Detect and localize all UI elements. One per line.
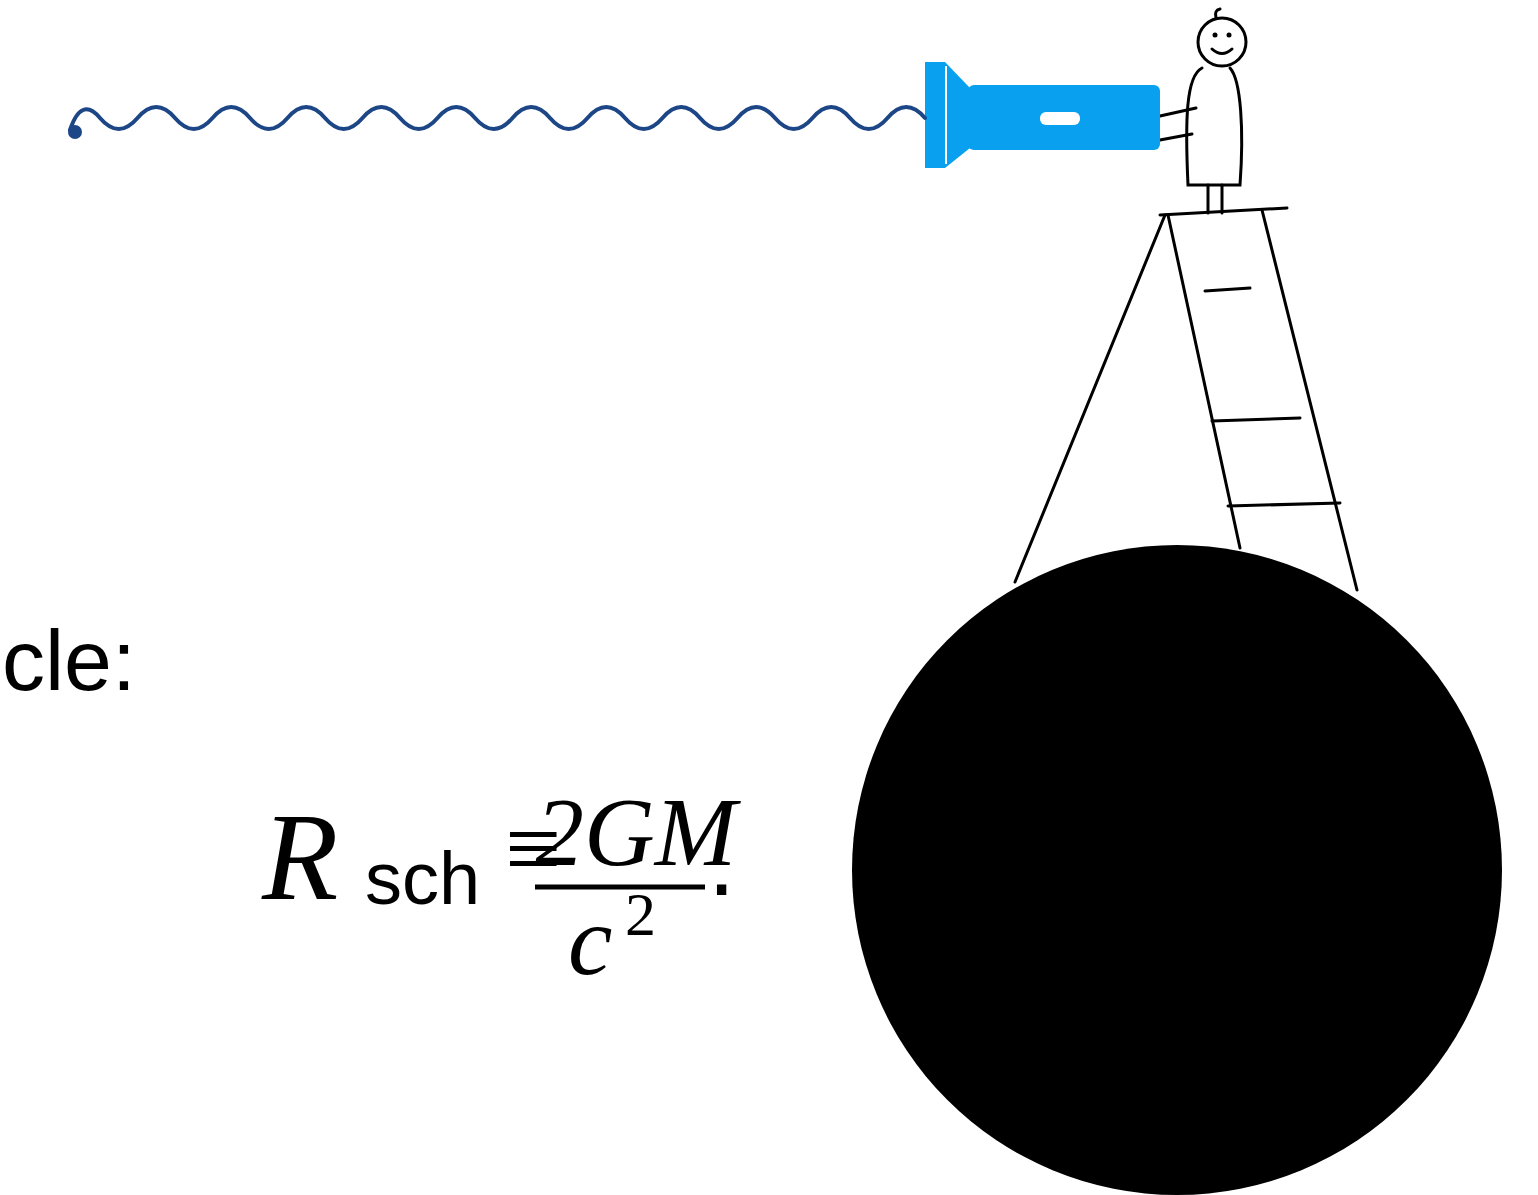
wave-end xyxy=(68,125,82,139)
text-fragment: cle: xyxy=(2,617,136,703)
black-hole xyxy=(852,545,1502,1195)
light-wave xyxy=(70,107,925,130)
eye xyxy=(1213,33,1218,38)
formula-numerator: 2GM xyxy=(535,783,736,881)
formula-denominator: c xyxy=(568,891,612,991)
ladder xyxy=(1015,208,1357,590)
flashlight xyxy=(925,62,1160,168)
stick-figure xyxy=(1160,9,1246,213)
formula-subscript: sch xyxy=(365,842,480,916)
formula-exponent: 2 xyxy=(625,883,656,945)
formula-punctuation: . xyxy=(708,812,735,910)
eye xyxy=(1227,33,1232,38)
formula-symbol: R xyxy=(262,795,338,920)
